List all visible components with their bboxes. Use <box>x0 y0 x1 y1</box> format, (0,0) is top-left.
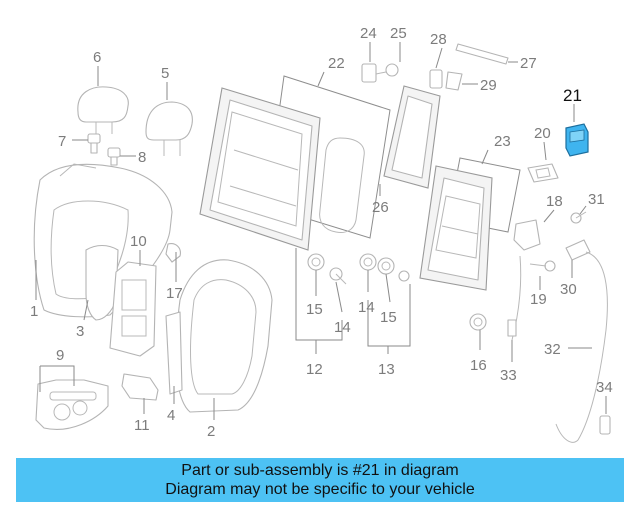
screw-31 <box>570 211 587 224</box>
cable-32 <box>555 251 608 443</box>
clip-29 <box>445 71 463 91</box>
callout-1: 1 <box>30 303 38 320</box>
cable-33 <box>507 255 522 341</box>
armrest-9 <box>35 379 109 430</box>
callout-12: 12 <box>306 361 323 378</box>
callout-26: 26 <box>372 199 389 216</box>
callout-4: 4 <box>167 407 175 424</box>
backrest-cushion-2 <box>175 259 273 413</box>
bracket-24 <box>361 63 377 83</box>
guide-sleeve-7 <box>87 133 101 154</box>
callout-21: 21 <box>563 86 582 105</box>
end-34 <box>599 415 611 435</box>
bolt-19 <box>529 260 556 272</box>
guide-sleeve-8 <box>107 147 121 166</box>
strap-27 <box>455 43 509 65</box>
callout-6: 6 <box>93 49 101 66</box>
armrest-module-10 <box>109 261 157 357</box>
callout-13: 13 <box>378 361 395 378</box>
callout-7: 7 <box>58 133 66 150</box>
cover-11 <box>121 373 159 401</box>
screw-25 <box>375 63 399 77</box>
lock-30 <box>565 239 591 261</box>
bushing-15-left <box>307 253 325 271</box>
bezel-20 <box>527 163 559 183</box>
callout-28: 28 <box>430 31 447 48</box>
trim-strip-4 <box>165 311 183 395</box>
release-handle-21 <box>565 123 589 157</box>
bolt-14-left <box>329 267 347 285</box>
bolt-right <box>398 270 410 282</box>
banner-line-2: Diagram may not be specific to your vehi… <box>165 481 475 498</box>
callout-23: 23 <box>494 133 511 150</box>
callout-9: 9 <box>56 347 64 364</box>
callout-31: 31 <box>588 191 605 208</box>
trim-panel-3 <box>85 244 119 321</box>
callout-29: 29 <box>480 77 497 94</box>
callout-20: 20 <box>534 125 551 142</box>
bushing-14-right <box>359 253 377 271</box>
callout-14-right: 14 <box>358 299 375 316</box>
leader-lines <box>35 42 607 420</box>
callout-15-right: 15 <box>380 309 397 326</box>
callout-24: 24 <box>360 25 377 42</box>
banner-line-1: Part or sub-assembly is #21 in diagram <box>181 462 459 479</box>
latch-18 <box>513 219 541 251</box>
callout-34: 34 <box>596 379 613 396</box>
callout-15-left: 15 <box>306 301 323 318</box>
callout-5: 5 <box>161 65 169 82</box>
cap-16 <box>469 313 487 331</box>
seat-frame-right <box>419 165 493 291</box>
callout-25: 25 <box>390 25 407 42</box>
callout-2: 2 <box>207 423 215 440</box>
bushing-15-right <box>377 257 395 275</box>
callout-30: 30 <box>560 281 577 298</box>
info-banner: Part or sub-assembly is #21 in diagram D… <box>16 458 624 502</box>
seat-frame-left <box>199 87 321 251</box>
callout-18: 18 <box>546 193 563 210</box>
headrest-left <box>77 86 129 134</box>
clip-17 <box>165 243 181 263</box>
callout-10: 10 <box>130 233 147 250</box>
callout-labels: 1 2 3 4 5 6 7 8 9 10 11 12 13 14 14 15 1… <box>30 25 613 440</box>
callout-8: 8 <box>138 149 146 166</box>
callout-11: 11 <box>134 417 150 434</box>
headrest-right <box>145 101 193 156</box>
bracket-28 <box>429 69 443 89</box>
callout-19: 19 <box>530 291 547 308</box>
callout-27: 27 <box>520 55 537 72</box>
callout-22: 22 <box>328 55 345 72</box>
callout-17: 17 <box>166 285 183 302</box>
callout-33: 33 <box>500 367 517 384</box>
callout-16: 16 <box>470 357 487 374</box>
callout-32: 32 <box>544 341 561 358</box>
pass-through-frame-26 <box>383 85 441 189</box>
callout-3: 3 <box>76 323 84 340</box>
callout-14-left: 14 <box>334 319 351 336</box>
